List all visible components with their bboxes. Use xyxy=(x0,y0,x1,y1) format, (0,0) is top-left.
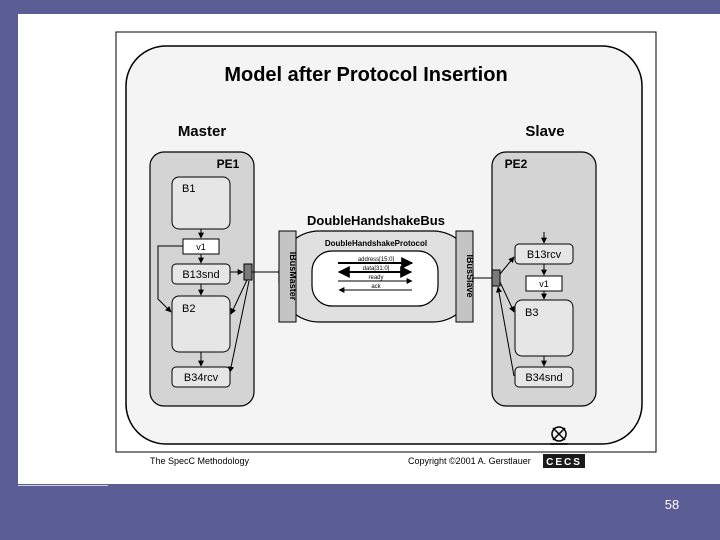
pe2-port xyxy=(491,269,501,287)
bus-channel: DoubleHandshakeBus IBusMaster IBusSlave … xyxy=(278,213,475,323)
pe2-block-b3 xyxy=(514,299,574,357)
pe1-port xyxy=(243,263,253,281)
cecs-logo: CECS xyxy=(543,426,585,468)
page-number: 58 xyxy=(664,497,680,512)
pe1-link-port-b34rcv xyxy=(228,280,250,373)
pe2-link-port-b3 xyxy=(499,281,515,313)
signal-address: address[15:0] xyxy=(358,257,395,263)
bus-slave-interface-label: IBusSlave xyxy=(465,254,475,297)
pe2-link-port-b13rcv xyxy=(499,256,515,275)
bus-slave-interface xyxy=(455,230,474,323)
pe1-block-b13snd-label: B13snd xyxy=(182,269,219,281)
diagram-figure: Model after Protocol Insertion Master Sl… xyxy=(108,14,664,484)
figure-title: Model after Protocol Insertion xyxy=(224,64,507,86)
pe1-block-b1 xyxy=(171,176,231,230)
pe1-block-b34rcv-label: B34rcv xyxy=(184,372,219,384)
signal-ready: ready xyxy=(368,275,383,281)
footer-methodology: The SpecC Methodology xyxy=(150,456,250,466)
pe1-block-b34rcv xyxy=(171,366,231,388)
bus-label: DoubleHandshakeBus xyxy=(307,213,445,228)
pe2-label: PE2 xyxy=(505,157,528,171)
pe1-flow-v1-to-b2 xyxy=(157,245,183,313)
pe1-block-b1-label: B1 xyxy=(182,183,195,195)
pe2-var-v1-label: v1 xyxy=(539,279,549,289)
pe2-block-b13rcv-label: B13rcv xyxy=(527,249,562,261)
pe1-block-b2 xyxy=(171,295,231,353)
bus-master-interface-label: IBusMaster xyxy=(288,252,298,301)
pe2-link-b34snd-port xyxy=(496,286,515,377)
bus-master-interface xyxy=(278,230,297,323)
signal-ack: ack xyxy=(371,284,381,290)
protocol-label: DoubleHandshakeProtocol xyxy=(325,239,427,248)
pe1-link-port-b2 xyxy=(230,279,248,315)
slave-label: Slave xyxy=(525,123,564,140)
pe1-block-b2-label: B2 xyxy=(182,303,195,315)
pe1-container: PE1 B1 v1 B13snd B2 B34rcv xyxy=(149,151,255,407)
pe2-block-b34snd xyxy=(514,366,574,388)
pe1-var-v1-label: v1 xyxy=(196,242,206,252)
master-label: Master xyxy=(178,123,227,140)
cecs-logo-text: CECS xyxy=(546,457,582,468)
footer-copyright: Copyright ©2001 A. Gerstlauer xyxy=(408,456,531,466)
slide-divider-line xyxy=(18,485,108,486)
pe2-container: PE2 B13rcv v1 B3 B34snd xyxy=(491,151,597,407)
pe2-block-b3-label: B3 xyxy=(525,307,538,319)
pe1-label: PE1 xyxy=(217,157,240,171)
pe2-block-b34snd-label: B34snd xyxy=(525,372,562,384)
